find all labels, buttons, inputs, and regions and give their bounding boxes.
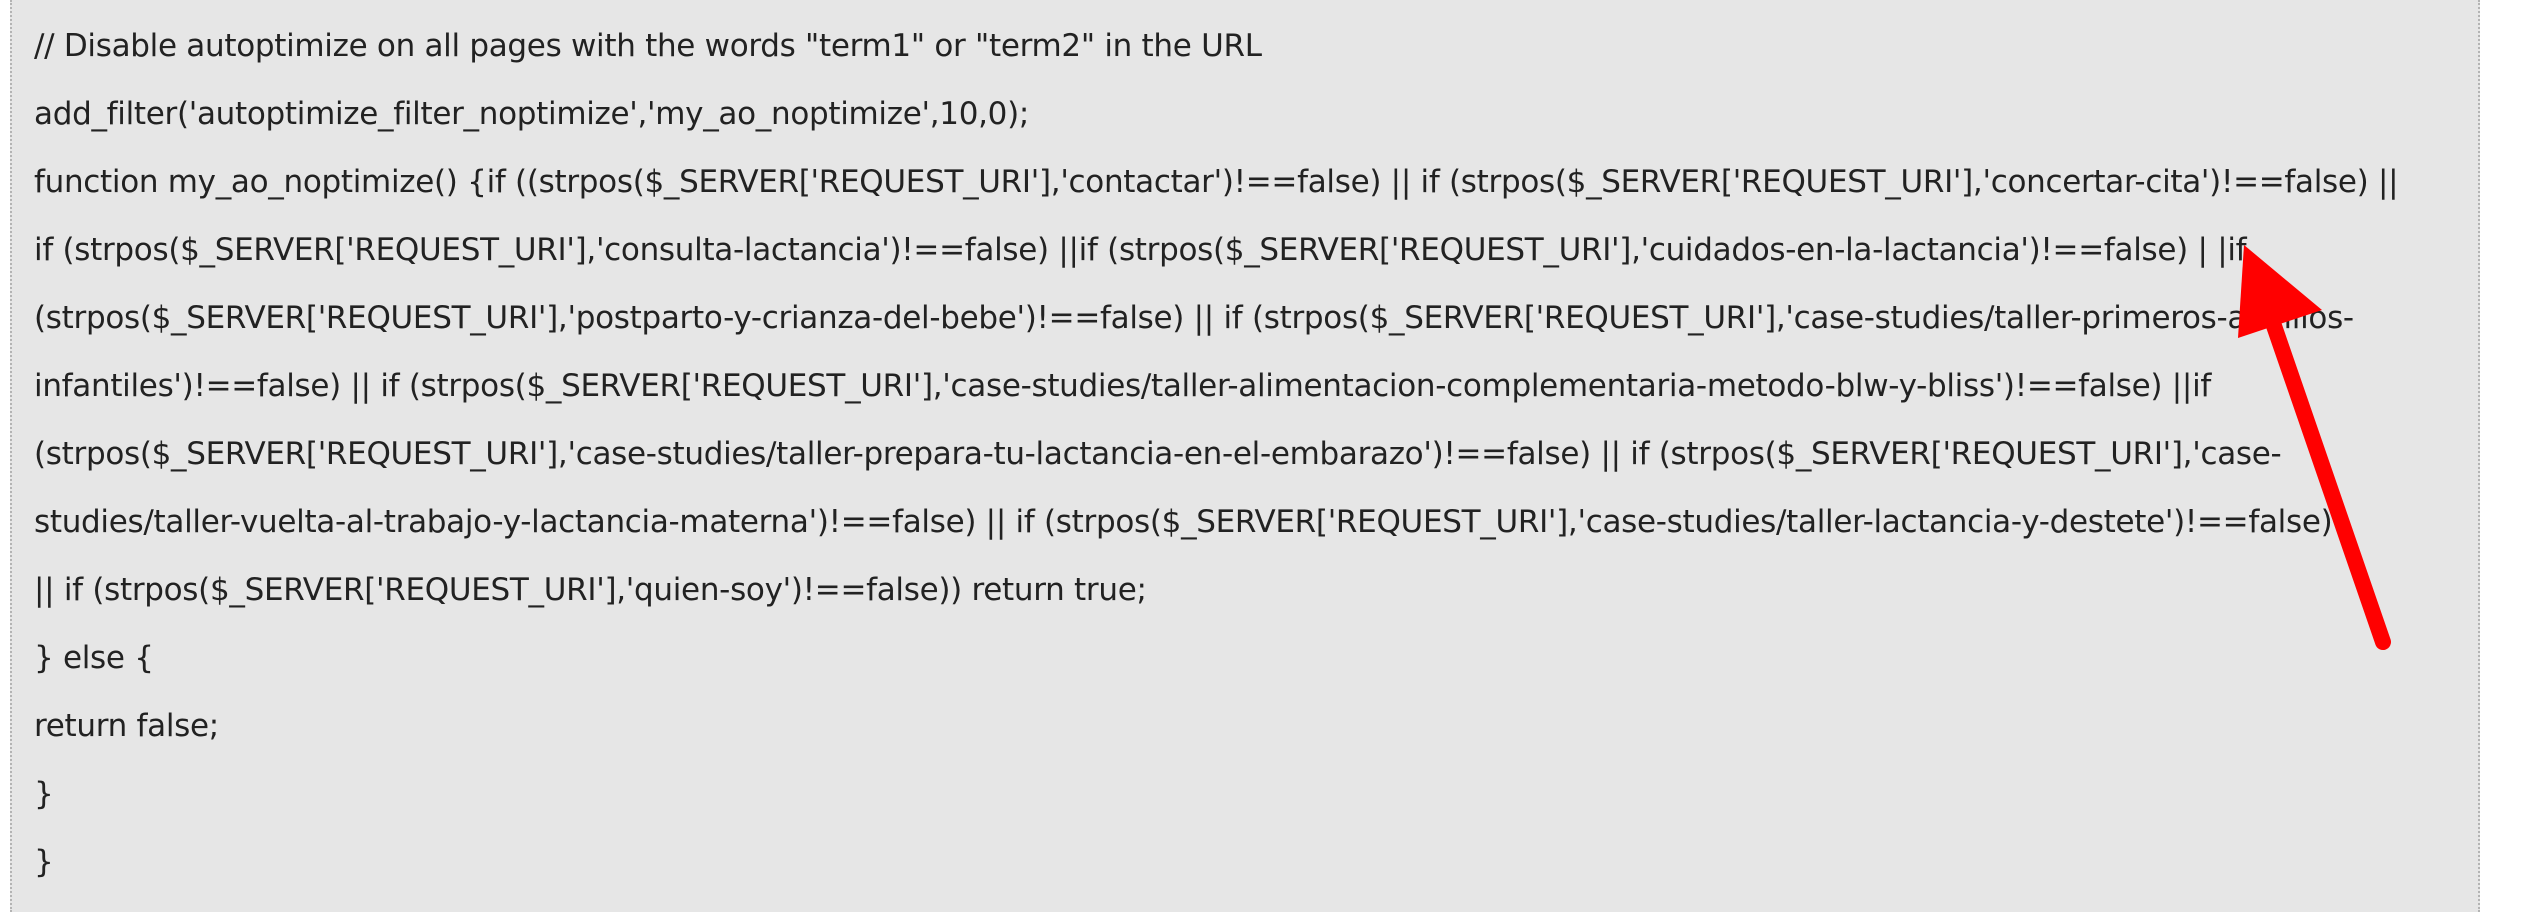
code-line-return-false: return false;	[34, 708, 219, 744]
code-line-close-brace-1: }	[34, 776, 54, 812]
code-line-else: } else {	[34, 640, 154, 676]
code-line-condition-2: (strpos($_SERVER['REQUEST_URI'],'postpar…	[34, 300, 2354, 336]
code-line-condition-1: if (strpos($_SERVER['REQUEST_URI'],'cons…	[34, 232, 2247, 268]
code-line-return-true: || if (strpos($_SERVER['REQUEST_URI'],'q…	[34, 572, 1147, 608]
code-block: // Disable autoptimize on all pages with…	[10, 0, 2480, 912]
code-line-function-start: function my_ao_noptimize() {if ((strpos(…	[34, 164, 2399, 200]
code-line-comment: // Disable autoptimize on all pages with…	[34, 28, 1262, 64]
code-line-condition-5: studies/taller-vuelta-al-trabajo-y-lacta…	[34, 504, 2333, 540]
code-line-add-filter: add_filter('autoptimize_filter_noptimize…	[34, 96, 1030, 132]
code-line-condition-4: (strpos($_SERVER['REQUEST_URI'],'case-st…	[34, 436, 2282, 472]
code-line-close-brace-2: }	[34, 844, 54, 880]
code-line-condition-3: infantiles')!==false) || if (strpos($_SE…	[34, 368, 2211, 404]
